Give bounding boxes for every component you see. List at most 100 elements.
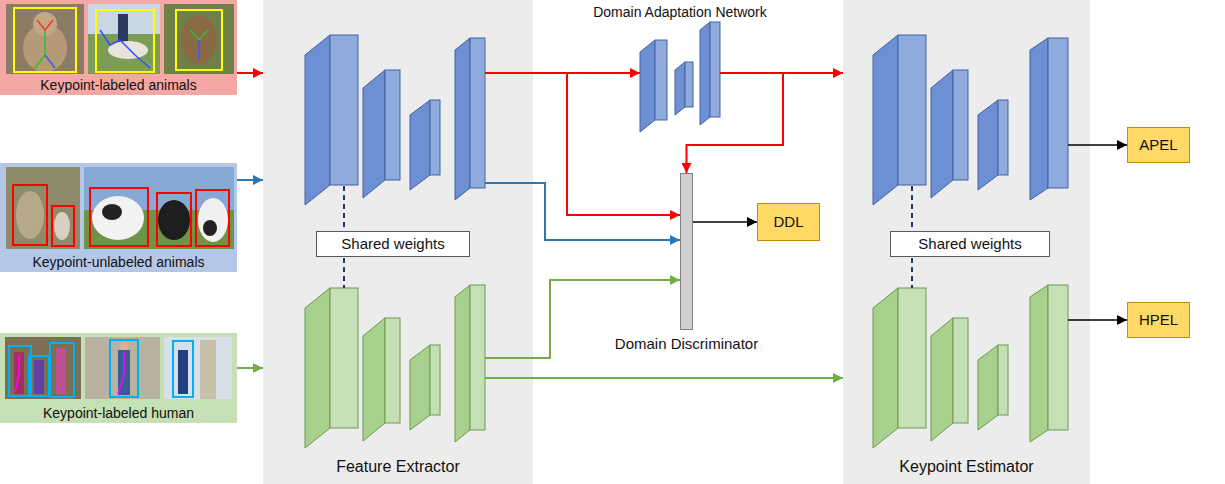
label-text: Keypoint-unlabeled animals (33, 254, 205, 270)
photo (6, 4, 84, 74)
layer-slab (363, 70, 385, 198)
layer-slab (873, 35, 898, 205)
layer-slab (330, 288, 358, 428)
image-panel: Keypoint-labeled animals (0, 0, 237, 95)
cow-figure (92, 196, 144, 240)
dashed-tie (911, 186, 913, 230)
label-text: Domain Adaptation Network (593, 4, 767, 20)
label-text: Feature Extractor (336, 458, 460, 476)
bounding-box (50, 343, 74, 397)
keypoint-line (37, 20, 53, 30)
keypoint-line (198, 40, 200, 60)
bounding-box (176, 10, 222, 70)
keypoint-line (45, 55, 55, 68)
wire-stub (1068, 319, 1090, 321)
person-figure (14, 352, 24, 394)
keypoint-line (35, 30, 45, 68)
label-text: HPEL (1139, 311, 1178, 328)
bounding-box (96, 10, 154, 72)
layer-slab (430, 100, 440, 175)
connector-arrow (1090, 319, 1127, 321)
photo-sky (88, 4, 160, 34)
loss-box: APEL (1127, 127, 1190, 163)
layer-slab (1030, 38, 1048, 200)
discriminator-bar: Domain Discriminator (680, 173, 693, 330)
bounding-box (110, 340, 138, 397)
wire-stub (1068, 144, 1090, 146)
layer-slab (700, 22, 710, 125)
photo-ground (84, 210, 234, 249)
photo (164, 4, 234, 74)
module-band: Shared weightsKeypoint Estimator (843, 0, 1090, 484)
layer-slab (978, 345, 998, 430)
connector-arrow (533, 72, 640, 74)
wire-stub (485, 182, 533, 184)
outside-label: Domain Discriminator (615, 335, 758, 352)
photo (5, 337, 81, 399)
cow-patch (203, 220, 217, 236)
keypoint-line (15, 355, 19, 392)
cat-head (33, 12, 57, 36)
connector-arrow (720, 72, 843, 74)
layer-slab (640, 40, 655, 132)
layer-slab (363, 318, 385, 441)
label-text: Keypoint-labeled animals (40, 77, 196, 93)
layer-slab (410, 100, 430, 190)
dashed-tie (343, 258, 345, 288)
layer-slab (1048, 38, 1068, 188)
layer-slab (430, 345, 440, 415)
connector-arrow (237, 72, 263, 74)
layer-slab (1048, 285, 1068, 430)
bounding-box (52, 206, 74, 246)
label-text: DDL (773, 213, 803, 230)
label-text: Keypoint Estimator (899, 458, 1033, 476)
module-ground (843, 0, 1090, 484)
layer-slab (998, 100, 1008, 175)
connector-arrow (533, 183, 680, 240)
outside-label: Domain Adaptation Network (593, 4, 767, 20)
shared-weights-box: Shared weights (890, 231, 1050, 257)
bounding-box (13, 185, 47, 245)
layer-slab (931, 70, 953, 198)
layer-slab (710, 22, 720, 117)
keypoint-line (190, 30, 208, 40)
dog-figure (108, 41, 148, 59)
wire-stub (485, 377, 533, 379)
bounding-box (9, 346, 31, 396)
connector-arrow (533, 377, 843, 379)
person-head (120, 342, 128, 350)
layer-slab (898, 35, 926, 185)
image-panel: Keypoint-unlabeled animals (0, 163, 237, 272)
photo (85, 337, 160, 399)
layer-slab (410, 345, 430, 430)
layer-slab (978, 100, 998, 190)
dashed-tie (911, 258, 913, 288)
cow-figure (198, 198, 228, 242)
panel-ground (0, 0, 237, 95)
label-text: Shared weights (341, 235, 444, 252)
module-band: Shared weightsFeature Extractor (263, 0, 533, 484)
layer-slab (470, 285, 485, 430)
bounding-box (29, 356, 49, 396)
photo (6, 167, 80, 249)
image-panel: Keypoint-labeled human (0, 333, 237, 423)
layer-slab (675, 62, 685, 115)
bounding-box (14, 8, 76, 72)
layer-slab (305, 35, 330, 205)
loss-box: DDL (757, 203, 820, 241)
loss-box: HPEL (1127, 302, 1190, 338)
bounding-box (90, 188, 148, 246)
network-block: Domain Adaptation Network (640, 22, 720, 134)
animal-figure (54, 212, 70, 240)
panel-ground (0, 163, 237, 272)
wire-stub (485, 72, 533, 74)
layer-slab (953, 70, 968, 180)
dog-figure (181, 16, 217, 64)
layer-slab (385, 318, 400, 423)
tower-figure (200, 340, 216, 399)
connector-arrow (533, 73, 680, 215)
connector-arrow (237, 179, 263, 181)
layer-slab (898, 288, 926, 428)
